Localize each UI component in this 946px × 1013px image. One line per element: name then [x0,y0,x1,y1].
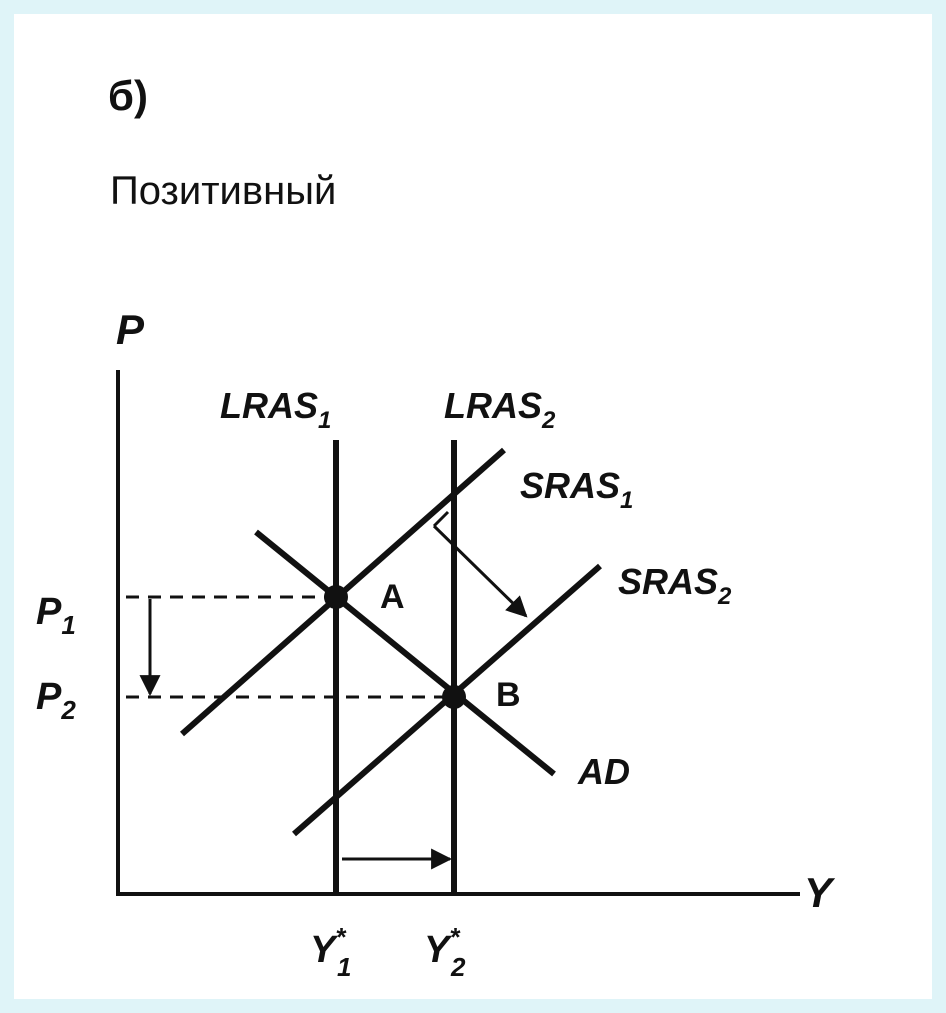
equilibrium-point-b [442,685,466,709]
y-axis-label: P [116,306,145,353]
x-axis-label: Y [804,869,836,916]
equilibrium-point-a [324,585,348,609]
as-ad-diagram: б) Позитивный P Y A B LRAS1 LRAS2 SRAS1 … [36,72,836,982]
p1-label: P1 [36,591,76,640]
lras1-label: LRAS1 [220,385,331,434]
ad-curve [254,529,556,777]
lras2-label: LRAS2 [444,385,556,434]
sras1-label: SRAS1 [520,465,633,514]
p2-label: P2 [36,676,76,725]
sras2-label: SRAS2 [618,561,732,610]
y2-star-label: Y* [424,922,461,971]
sras-shift-arrow-tail [432,510,450,528]
diagram-panel: б) Позитивный P Y A B LRAS1 LRAS2 SRAS1 … [14,14,932,999]
point-b-label: B [496,676,521,714]
ad-label: AD [577,751,630,792]
y1-subscript: 1 [337,952,351,982]
y2-subscript: 2 [450,952,466,982]
point-a-label: A [380,578,405,616]
diagram-title: Позитивный [110,169,336,213]
y1-star-label: Y* [310,922,347,971]
panel-label: б) [108,72,148,119]
sras-shift-arrow [432,524,528,618]
